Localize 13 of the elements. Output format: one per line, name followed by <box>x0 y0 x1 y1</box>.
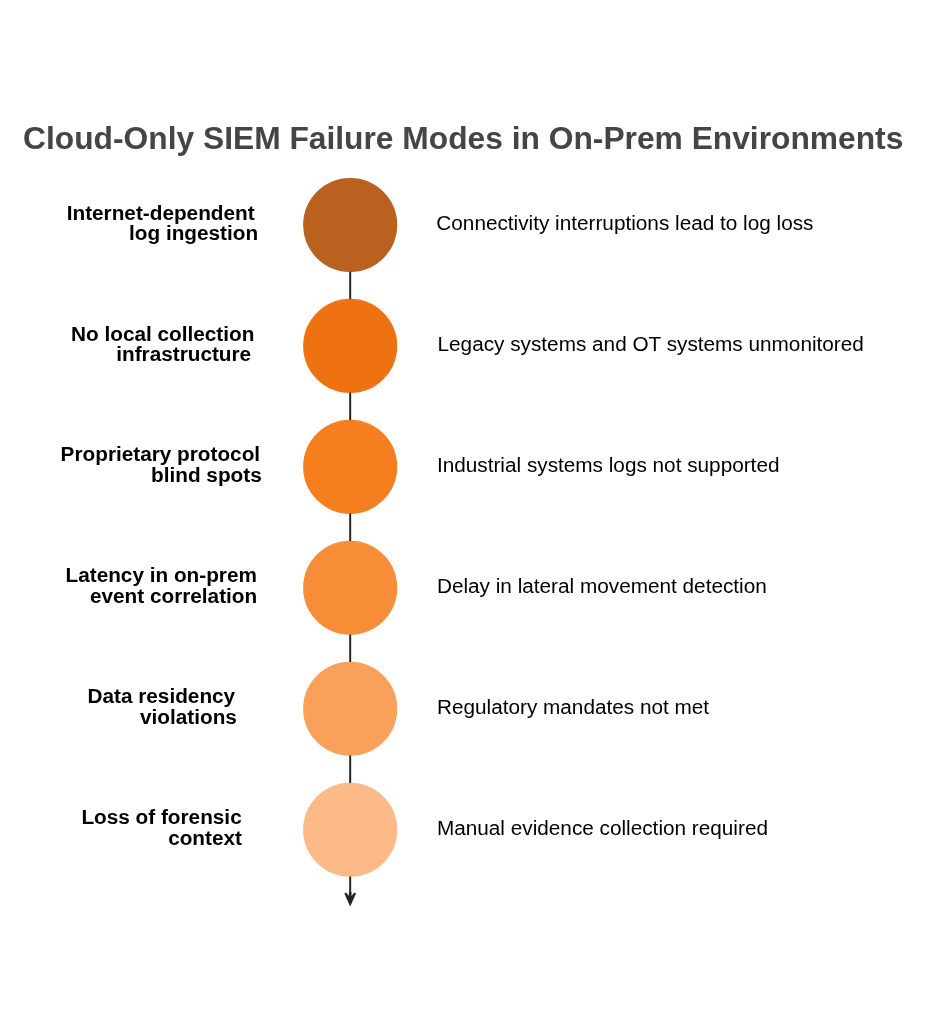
node-label: Loss of forensic context <box>81 804 242 849</box>
node-label: Manual evidence collection required <box>436 815 768 839</box>
diagram-title: Cloud-Only SIEM Failure Modes in On-Prem Environments <box>23 119 904 156</box>
node-label: Internet-dependent log ingestion <box>66 200 259 244</box>
node-label: Regulatory mandates not met <box>436 694 710 718</box>
node-label: No local collection infrastructure <box>71 321 255 365</box>
node-label: Latency in on-prem event correlation <box>65 562 258 607</box>
node-label: Data residency violations <box>87 683 237 728</box>
node-label: Industrial systems logs not supported <box>436 452 780 476</box>
node-label: Connectivity interruptions lead to log loss <box>436 210 814 234</box>
node-label: Legacy systems and OT systems unmonitored <box>437 331 864 355</box>
node-label: Proprietary protocol blind spots <box>60 441 262 486</box>
node-label: Delay in lateral movement detection <box>436 573 767 597</box>
